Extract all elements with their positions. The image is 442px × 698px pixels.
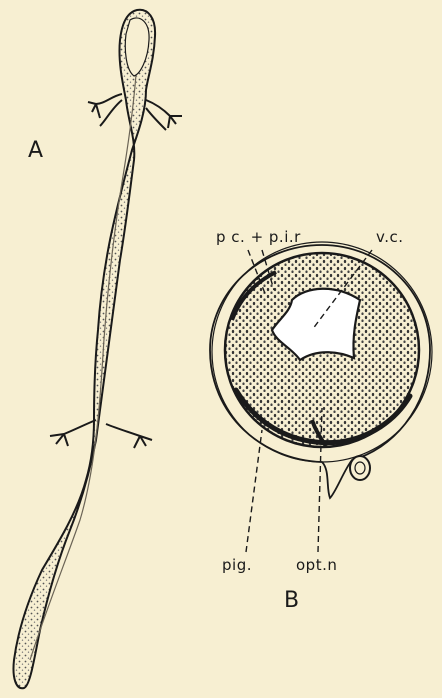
label-optn: opt.n xyxy=(296,558,337,573)
vessel xyxy=(350,456,370,480)
label-vc: v.c. xyxy=(376,230,404,245)
salamander-drawing xyxy=(13,10,182,688)
salamander-body xyxy=(13,10,155,688)
salamander-left-foreleg xyxy=(88,94,122,126)
salamander-right-foreleg xyxy=(146,100,182,130)
salamander-right-hindleg xyxy=(106,424,152,448)
label-pc-pir: p c. + p.i.r xyxy=(216,230,301,245)
panel-a-letter: A xyxy=(28,140,43,162)
salamander-left-hindleg xyxy=(50,420,96,446)
label-pig: pig. xyxy=(222,558,252,573)
panel-b-letter: B xyxy=(284,590,299,612)
